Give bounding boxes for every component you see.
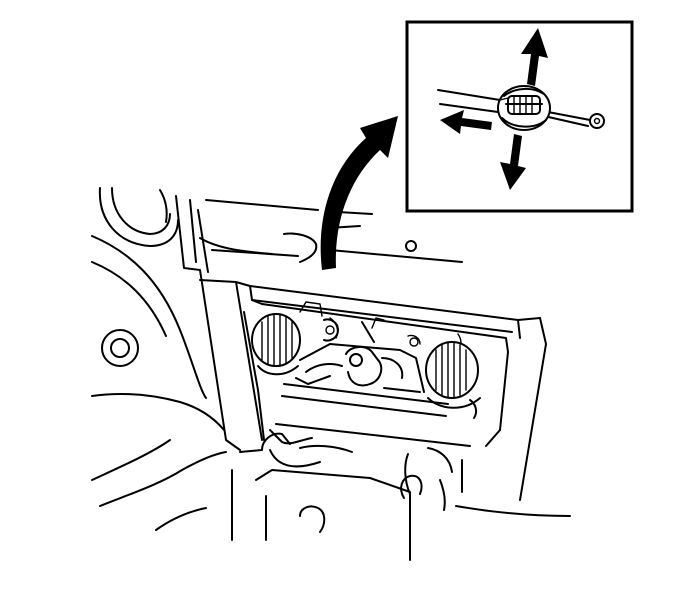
dash-top-surface [197, 199, 463, 273]
cable-retaining-clip [497, 85, 551, 131]
lower-storage-slot [269, 383, 471, 447]
left-control-knob [251, 313, 301, 376]
pull-arrow-icon [440, 110, 492, 134]
cable-housing-bottom [439, 103, 499, 113]
move-arrow-icon [500, 28, 548, 190]
cable-end-loop-hole [593, 117, 601, 125]
dash-left-inner-curve [91, 261, 167, 337]
dash-lower-curve [91, 393, 225, 431]
dash-lower-curve-4 [155, 507, 207, 531]
center-trim-pillar [175, 195, 299, 451]
hvac-bezel [235, 281, 547, 501]
cable-end-loop [589, 113, 605, 129]
dash-left-curve [91, 235, 207, 399]
lower-console [231, 432, 571, 561]
dash-lower-curve-3 [99, 451, 227, 507]
dash-lower-curve-2 [91, 439, 171, 481]
left-air-vent [101, 329, 139, 367]
detail-inset [405, 20, 634, 213]
cable-housing-top [437, 89, 501, 101]
cable-wire [547, 111, 591, 121]
cable-wire-lower [543, 115, 589, 127]
center-mechanism [295, 318, 425, 393]
gauge-ring [98, 187, 179, 247]
callout-arrow-icon [320, 116, 398, 270]
dashboard-illustration [91, 187, 571, 561]
right-control-knob [425, 341, 481, 419]
